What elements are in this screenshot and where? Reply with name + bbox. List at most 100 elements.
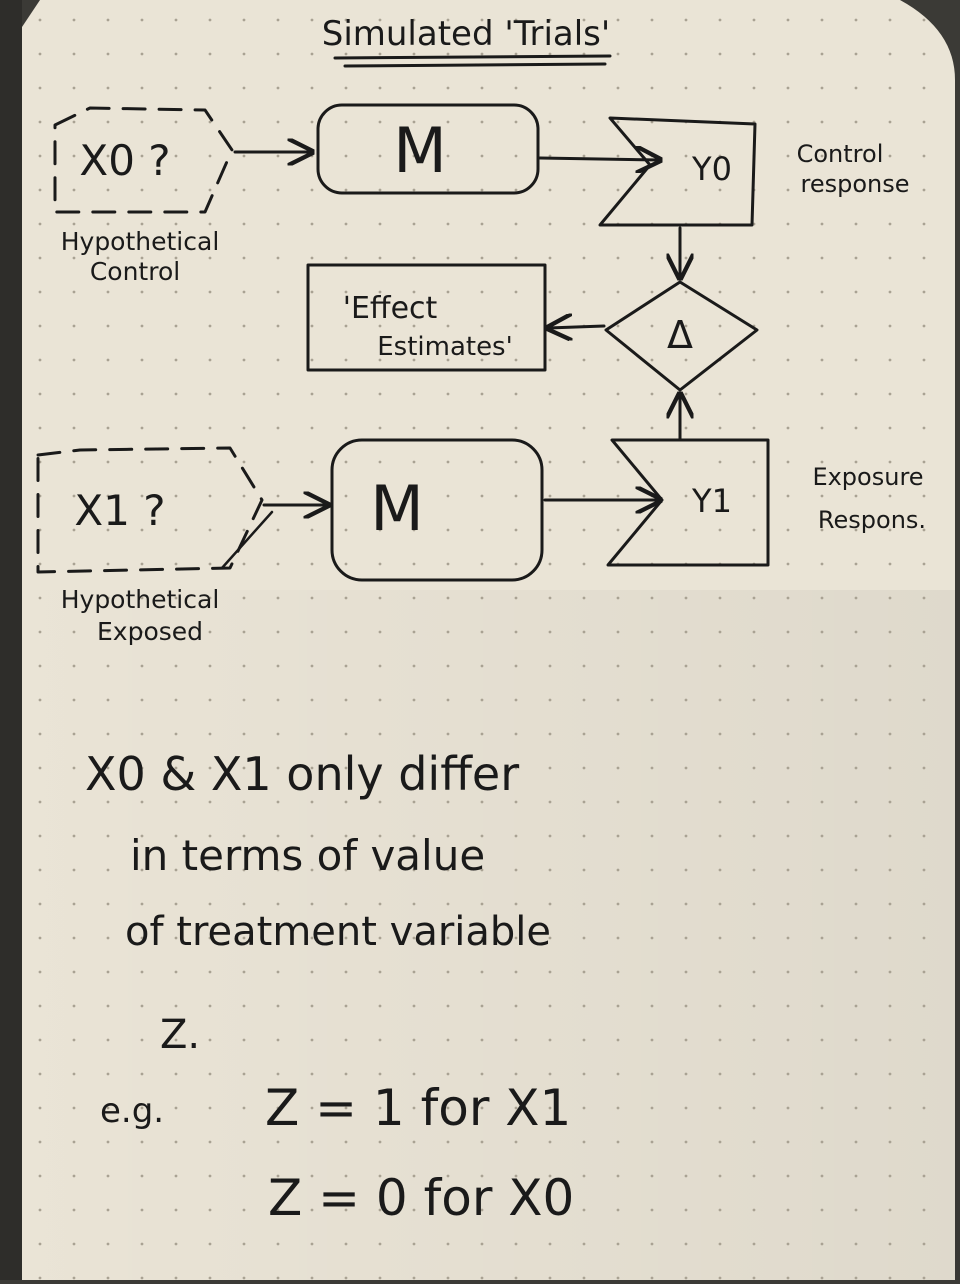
grid-dot bbox=[684, 1072, 688, 1076]
grid-dot bbox=[174, 902, 178, 906]
grid-dot bbox=[174, 324, 178, 328]
grid-dot bbox=[106, 358, 110, 362]
grid-dot bbox=[684, 1038, 688, 1042]
grid-dot bbox=[412, 494, 416, 498]
grid-dot bbox=[854, 630, 858, 634]
grid-dot bbox=[412, 630, 416, 634]
grid-dot bbox=[616, 1174, 620, 1178]
grid-dot bbox=[582, 868, 586, 872]
grid-dot bbox=[684, 86, 688, 90]
grid-dot bbox=[72, 222, 76, 226]
grid-dot bbox=[344, 460, 348, 464]
exposed-input-caption-2: Exposed bbox=[97, 617, 203, 646]
grid-dot bbox=[242, 52, 246, 56]
grid-dot bbox=[310, 970, 314, 974]
grid-dot bbox=[786, 86, 790, 90]
grid-dot bbox=[548, 52, 552, 56]
grid-dot bbox=[242, 834, 246, 838]
grid-dot bbox=[854, 596, 858, 600]
grid-dot bbox=[786, 1072, 790, 1076]
grid-dot bbox=[684, 494, 688, 498]
grid-dot bbox=[412, 698, 416, 702]
grid-dot bbox=[310, 290, 314, 294]
grid-dot bbox=[378, 256, 382, 260]
grid-dot bbox=[38, 256, 42, 260]
grid-dot bbox=[514, 1106, 518, 1110]
grid-dot bbox=[922, 1004, 926, 1008]
grid-dot bbox=[378, 596, 382, 600]
grid-dot bbox=[786, 120, 790, 124]
grid-dot bbox=[548, 596, 552, 600]
grid-dot bbox=[446, 1038, 450, 1042]
grid-dot bbox=[38, 800, 42, 804]
grid-dot bbox=[344, 1140, 348, 1144]
grid-dot bbox=[786, 1106, 790, 1110]
grid-dot bbox=[344, 1038, 348, 1042]
grid-dot bbox=[276, 52, 280, 56]
exposed-output-label: Y1 bbox=[691, 482, 732, 520]
grid-dot bbox=[718, 460, 722, 464]
grid-dot bbox=[208, 460, 212, 464]
grid-dot bbox=[514, 698, 518, 702]
grid-dot bbox=[888, 800, 892, 804]
grid-dot bbox=[310, 222, 314, 226]
grid-dot bbox=[650, 596, 654, 600]
grid-dot bbox=[684, 902, 688, 906]
grid-dot bbox=[344, 324, 348, 328]
grid-dot bbox=[820, 120, 824, 124]
grid-dot bbox=[140, 1208, 144, 1212]
grid-dot bbox=[310, 562, 314, 566]
binding-edge bbox=[0, 0, 22, 1280]
grid-dot bbox=[412, 766, 416, 770]
grid-dot bbox=[38, 1276, 42, 1280]
grid-dot bbox=[242, 1174, 246, 1178]
grid-dot bbox=[446, 902, 450, 906]
control-output-caption-1: Control bbox=[797, 140, 884, 168]
grid-dot bbox=[276, 256, 280, 260]
grid-dot bbox=[854, 1038, 858, 1042]
grid-dot bbox=[174, 222, 178, 226]
grid-dot bbox=[480, 1242, 484, 1246]
grid-dot bbox=[922, 494, 926, 498]
grid-dot bbox=[548, 358, 552, 362]
exposed-output-caption-1: Exposure bbox=[812, 463, 923, 491]
grid-dot bbox=[38, 970, 42, 974]
grid-dot bbox=[106, 426, 110, 430]
grid-dot bbox=[514, 426, 518, 430]
grid-dot bbox=[548, 426, 552, 430]
grid-dot bbox=[888, 834, 892, 838]
grid-dot bbox=[106, 868, 110, 872]
grid-dot bbox=[140, 256, 144, 260]
grid-dot bbox=[72, 86, 76, 90]
grid-dot bbox=[140, 1004, 144, 1008]
grid-dot bbox=[276, 358, 280, 362]
grid-dot bbox=[72, 732, 76, 736]
grid-dot bbox=[310, 52, 314, 56]
grid-dot bbox=[684, 596, 688, 600]
grid-dot bbox=[616, 426, 620, 430]
grid-dot bbox=[922, 562, 926, 566]
note-equation-1: Z = 1 for X1 bbox=[265, 1079, 571, 1137]
grid-dot bbox=[922, 1276, 926, 1280]
grid-dot bbox=[480, 936, 484, 940]
grid-dot bbox=[616, 154, 620, 158]
grid-dot bbox=[718, 970, 722, 974]
grid-dot bbox=[582, 256, 586, 260]
grid-dot bbox=[344, 766, 348, 770]
grid-dot bbox=[650, 936, 654, 940]
grid-dot bbox=[514, 936, 518, 940]
grid-dot bbox=[378, 630, 382, 634]
grid-dot bbox=[242, 936, 246, 940]
grid-dot bbox=[650, 766, 654, 770]
grid-dot bbox=[718, 324, 722, 328]
grid-dot bbox=[888, 1140, 892, 1144]
grid-dot bbox=[684, 1004, 688, 1008]
grid-dot bbox=[276, 562, 280, 566]
grid-dot bbox=[514, 630, 518, 634]
grid-dot bbox=[106, 732, 110, 736]
control-input-caption-2: Control bbox=[90, 257, 180, 286]
grid-dot bbox=[684, 698, 688, 702]
grid-dot bbox=[38, 664, 42, 668]
grid-dot bbox=[480, 766, 484, 770]
grid-dot bbox=[718, 494, 722, 498]
